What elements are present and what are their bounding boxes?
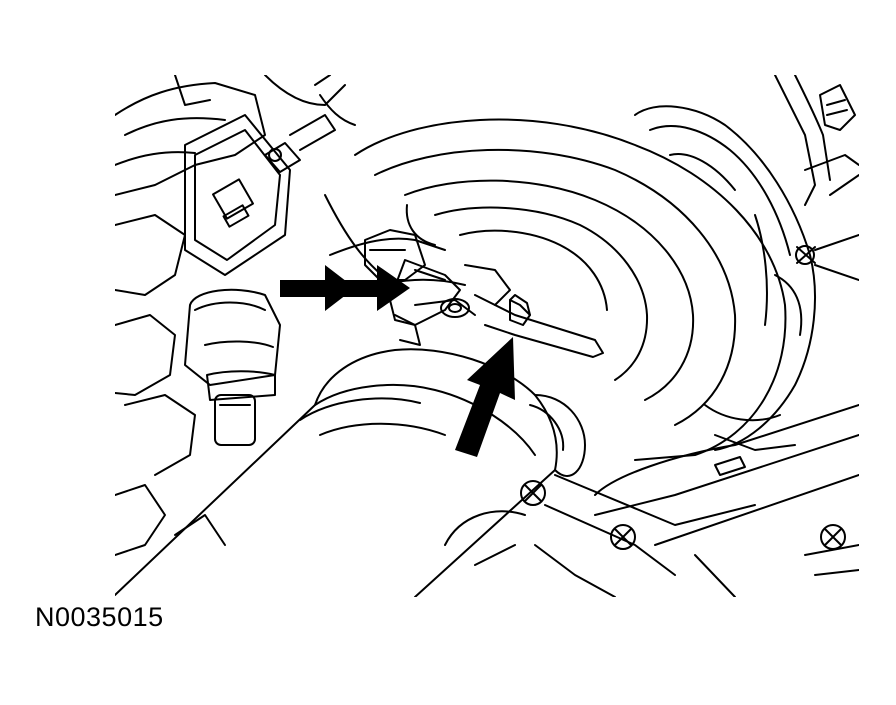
engine-illustration xyxy=(115,75,859,597)
sensor-bracket xyxy=(184,75,356,276)
engine-background-left xyxy=(115,75,346,556)
compressor-housing xyxy=(634,105,859,451)
hose-clamp xyxy=(389,259,604,358)
left-bolt-assembly xyxy=(184,288,281,446)
arrow-right-icon xyxy=(280,265,355,311)
turbo-volute xyxy=(324,118,787,461)
lower-bolts xyxy=(444,404,859,597)
figure-id-label: N0035015 xyxy=(35,602,164,632)
arrow-up-icon xyxy=(455,337,515,457)
intake-pipe xyxy=(115,348,586,597)
arrow-right-icon xyxy=(333,265,410,311)
callout-arrows xyxy=(280,265,515,457)
wiring-connector xyxy=(774,75,859,206)
turbocharger-line-drawing xyxy=(115,75,859,597)
